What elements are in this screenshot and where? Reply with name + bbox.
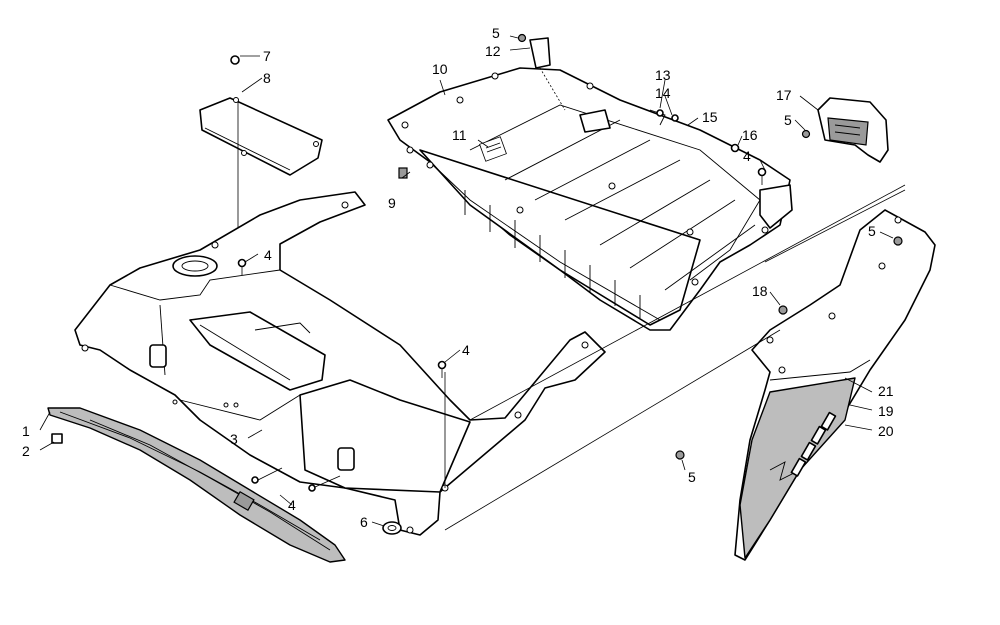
side-panel-part (734, 209, 936, 561)
rear-panel-part (74, 191, 606, 536)
callout-4c: 4 (743, 148, 751, 164)
fasteners (230, 33, 903, 535)
callout-18: 18 (752, 283, 768, 299)
callout-5c: 5 (868, 223, 876, 239)
clip-part (51, 433, 63, 444)
taillight-part (817, 97, 889, 163)
callout-7: 7 (263, 48, 271, 64)
callout-17: 17 (776, 87, 792, 103)
callout-5a: 5 (492, 25, 500, 41)
leader-lines (39, 35, 894, 527)
callout-1: 1 (22, 423, 30, 439)
callout-3: 3 (230, 431, 238, 447)
callout-8: 8 (263, 70, 271, 86)
callout-4b: 4 (462, 342, 470, 358)
callout-21: 21 (878, 383, 894, 399)
lid-part (199, 97, 323, 310)
callout-labels: 1 2 3 4 4 4 4 5 5 5 5 6 7 8 9 10 11 12 1… (22, 25, 894, 530)
callout-12: 12 (485, 43, 501, 59)
callout-20: 20 (878, 423, 894, 439)
callout-10: 10 (432, 61, 448, 77)
callout-4a: 4 (264, 247, 272, 263)
callout-16: 16 (742, 127, 758, 143)
callout-14: 14 (655, 85, 671, 101)
cargo-box-part (387, 37, 793, 331)
callout-11: 11 (452, 127, 467, 143)
callout-9: 9 (388, 195, 396, 211)
callout-5d: 5 (688, 469, 696, 485)
callout-6: 6 (360, 514, 368, 530)
callout-4d: 4 (288, 497, 296, 513)
callout-2: 2 (22, 443, 30, 459)
callout-13: 13 (655, 67, 671, 83)
callout-5b: 5 (784, 112, 792, 128)
callout-15: 15 (702, 109, 718, 125)
callout-19: 19 (878, 403, 894, 419)
bumper-strip-part (47, 407, 346, 563)
